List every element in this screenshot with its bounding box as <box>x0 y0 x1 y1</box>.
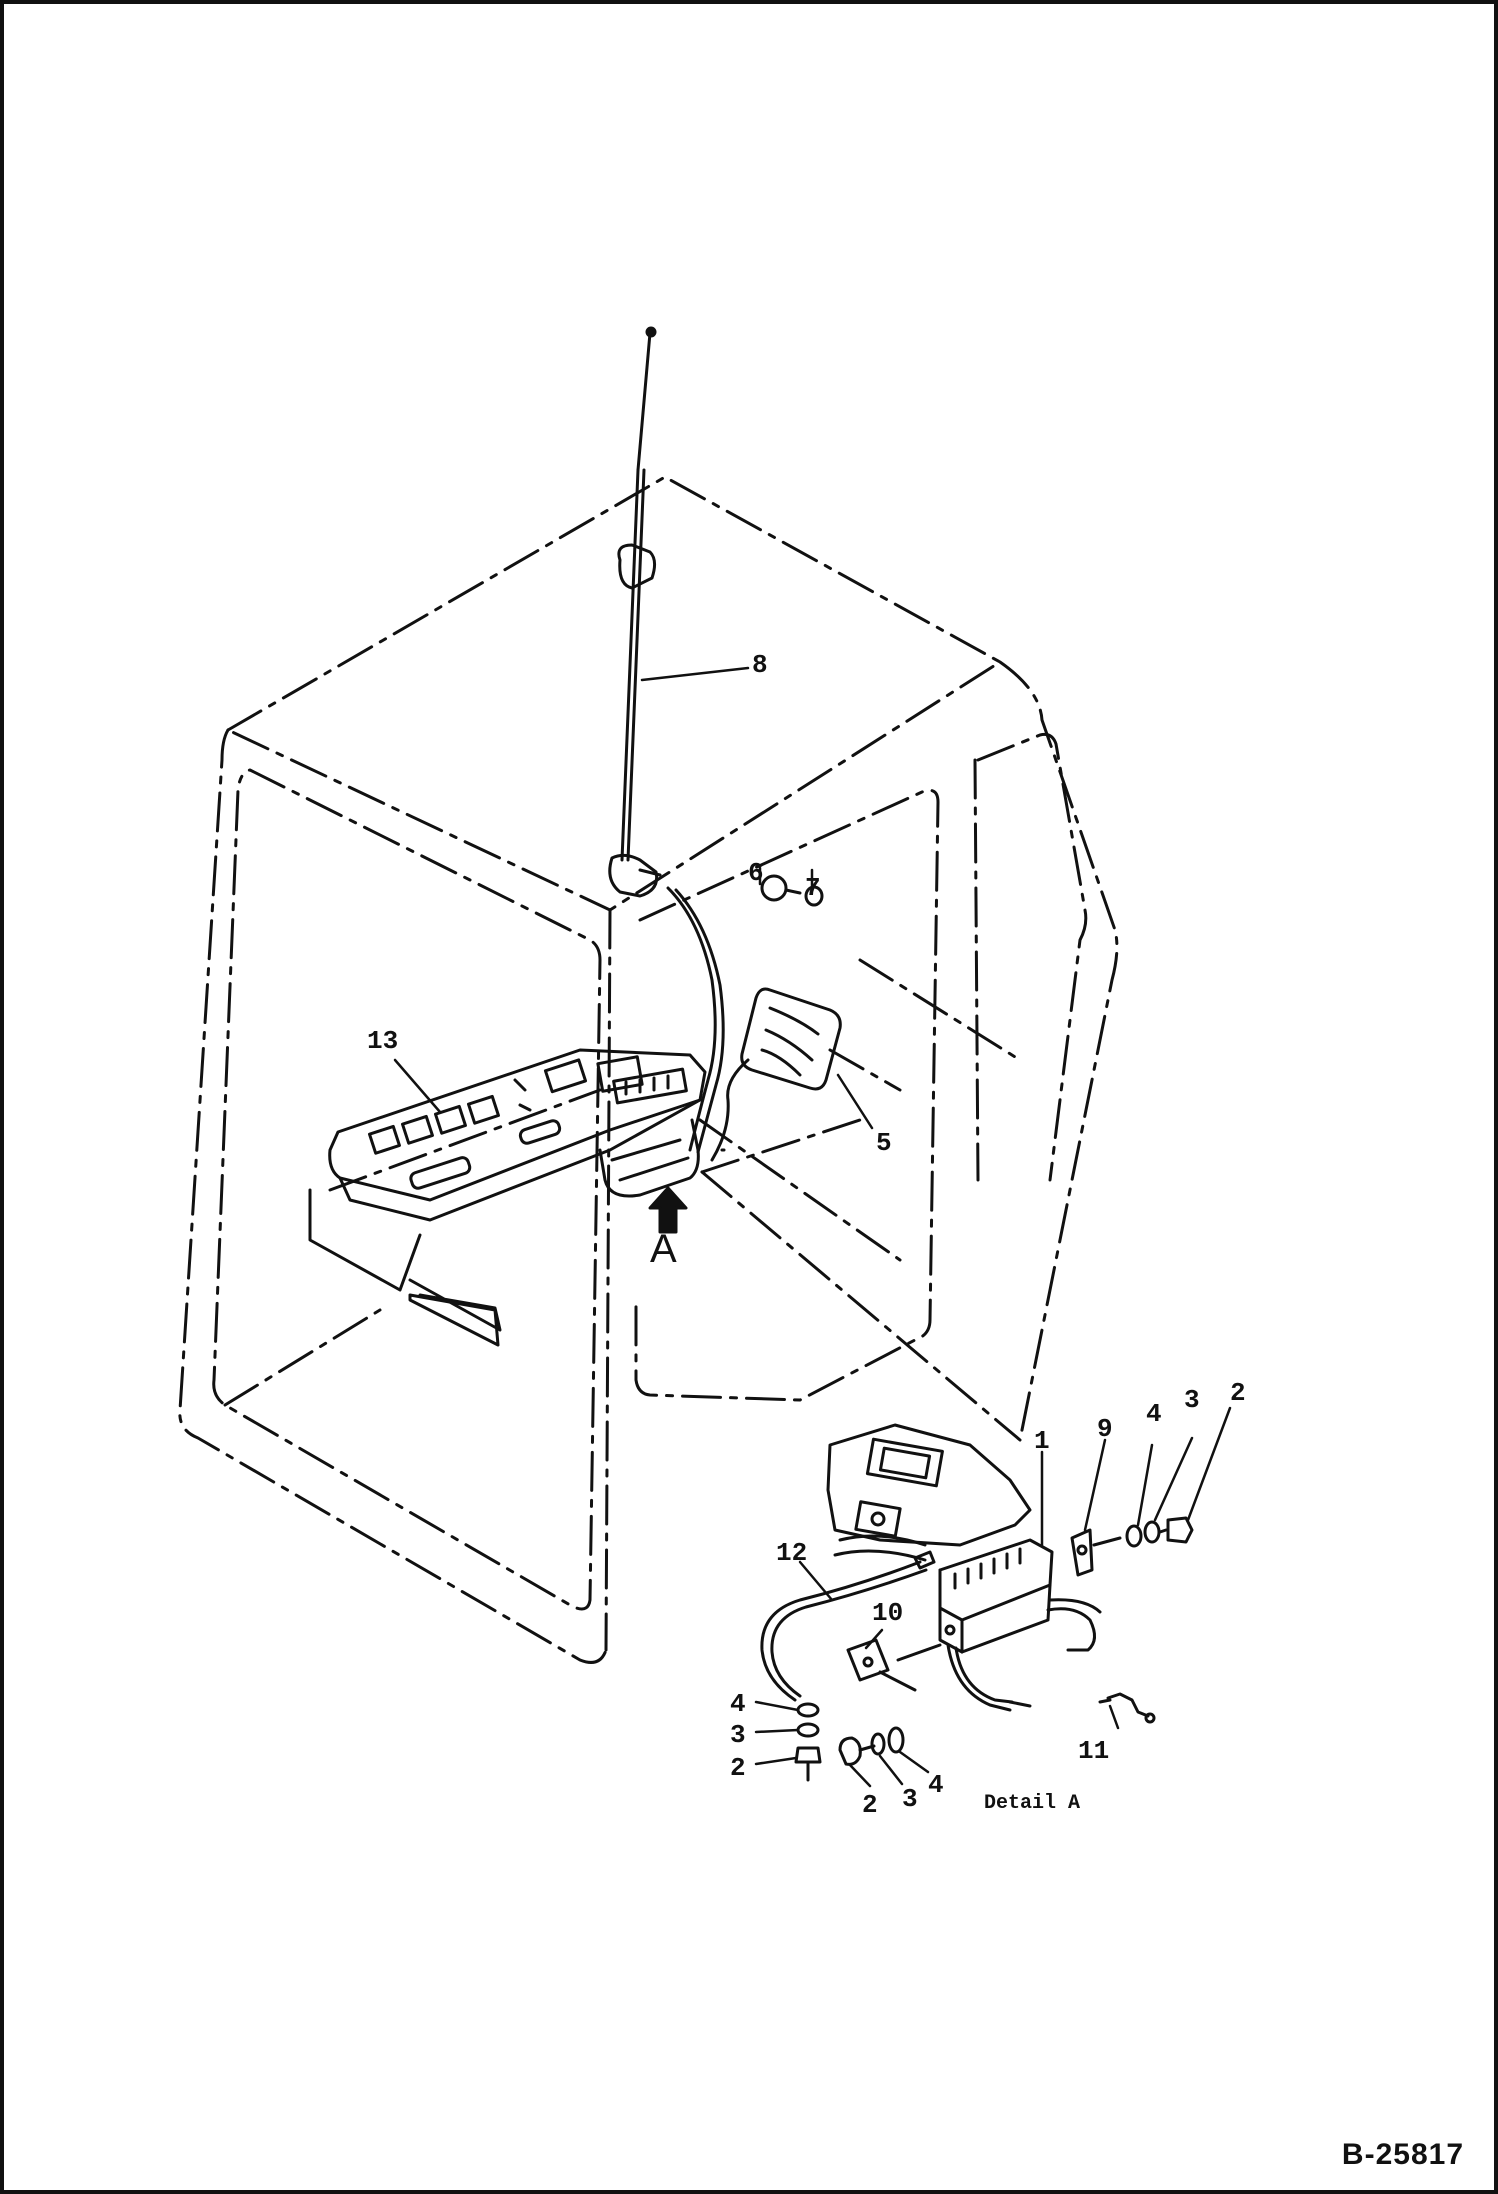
cab-phantom-outline <box>178 475 1119 1664</box>
callout-2-bottom: 2 <box>862 1790 878 1820</box>
callout-8: 8 <box>752 650 768 680</box>
callout-1: 1 <box>1034 1426 1050 1456</box>
interior-reference-lines <box>328 958 1022 1262</box>
callout-13: 13 <box>367 1026 398 1056</box>
callout-4-bottom: 4 <box>928 1770 944 1800</box>
side-window-outline <box>634 788 940 1402</box>
detail-a-group <box>720 1148 1194 1782</box>
monitor-panel-console <box>308 1048 707 1347</box>
callout-6: 6 <box>748 858 764 888</box>
leader-lines <box>393 666 1232 1788</box>
front-window-outline <box>212 768 602 1611</box>
callout-2-right: 2 <box>1230 1378 1246 1408</box>
callout-7: 7 <box>805 873 821 903</box>
callout-4-left: 4 <box>730 1689 746 1719</box>
callout-labels: 8 6 7 13 5 A 1 9 4 3 2 12 10 11 4 3 2 2 … <box>367 650 1246 1820</box>
callout-a: A <box>650 1227 677 1271</box>
callout-9: 9 <box>1097 1414 1113 1444</box>
drawing-number: B-25817 <box>1341 2138 1464 2171</box>
speaker-unit <box>710 987 842 1162</box>
callout-3-right: 3 <box>1184 1385 1200 1415</box>
callout-11: 11 <box>1078 1736 1109 1766</box>
callout-3-bottom: 3 <box>902 1784 918 1814</box>
rear-window-outline <box>973 732 1088 1182</box>
screw-and-washer-6-7 <box>760 874 824 907</box>
antenna-assembly <box>608 326 725 1154</box>
callout-4-right: 4 <box>1146 1399 1162 1429</box>
callout-12: 12 <box>776 1538 807 1568</box>
callout-2-left: 2 <box>730 1753 746 1783</box>
callout-5: 5 <box>876 1128 892 1158</box>
callout-3-left: 3 <box>730 1720 746 1750</box>
detail-a-label: Detail A <box>984 1792 1080 1815</box>
callout-10: 10 <box>872 1598 903 1628</box>
